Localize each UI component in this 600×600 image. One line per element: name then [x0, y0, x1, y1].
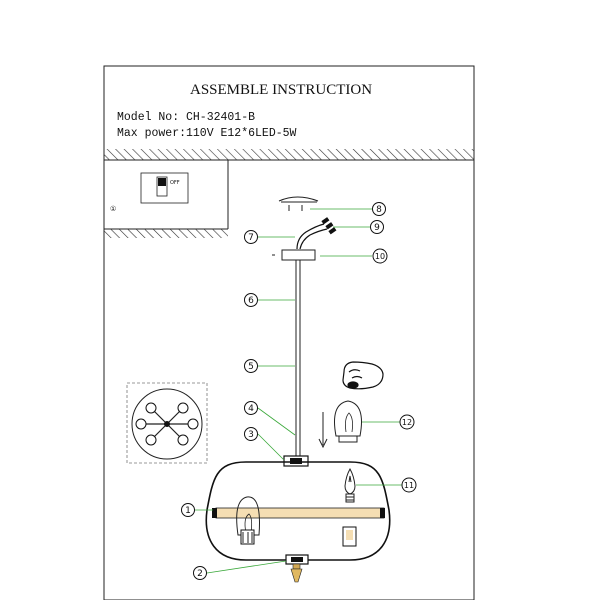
callout-6: 6 — [244, 293, 258, 307]
bulb-bar — [215, 507, 385, 519]
canopy — [281, 249, 316, 261]
callout-7: 7 — [244, 230, 258, 244]
hand-twist-icon — [342, 361, 384, 390]
glass-globe-left — [236, 496, 260, 545]
svg-text:3: 3 — [248, 430, 254, 440]
power-value: 110V E12*6LED-5W — [186, 127, 297, 140]
callout-10: 10 — [372, 248, 388, 264]
top-view-inset — [126, 382, 208, 464]
svg-text:4: 4 — [248, 404, 254, 414]
glass-globe-icon — [334, 400, 362, 443]
callout-5: 5 — [244, 359, 258, 373]
callout-9: 9 — [370, 220, 384, 234]
callout-3: 3 — [244, 427, 258, 441]
model-label: Model No: — [117, 111, 179, 124]
callout-12: 12 — [399, 414, 415, 430]
callout-8: 8 — [372, 202, 386, 216]
power-label: Max power: — [117, 127, 186, 140]
candle-bulb-icon — [344, 467, 356, 503]
callout-2: 2 — [193, 566, 207, 580]
svg-text:7: 7 — [248, 233, 254, 243]
model-value: CH-32401-B — [186, 111, 255, 124]
svg-text:12: 12 — [402, 418, 412, 427]
step-marker: ① — [110, 205, 116, 213]
svg-text:6: 6 — [248, 296, 254, 306]
callout-11: 11 — [401, 477, 417, 493]
wire-bundle — [296, 223, 328, 250]
ceiling-hatch — [104, 149, 474, 161]
power-switch-inset: OFF ① — [103, 160, 229, 238]
svg-text:10: 10 — [375, 252, 385, 261]
svg-text:11: 11 — [404, 481, 414, 490]
svg-text:1: 1 — [185, 506, 191, 516]
wire-connectors-icon — [321, 217, 337, 235]
svg-text:9: 9 — [374, 223, 380, 233]
downrod — [295, 260, 301, 456]
svg-text:5: 5 — [248, 362, 254, 372]
page-title: ASSEMBLE INSTRUCTION — [190, 82, 372, 98]
arrow-down-icon — [318, 412, 328, 449]
switch-toggle-icon — [156, 176, 168, 197]
finial — [290, 563, 303, 583]
mounting-plate — [278, 196, 319, 211]
sheet-border — [103, 65, 475, 600]
svg-text:2: 2 — [197, 569, 203, 579]
svg-text:8: 8 — [376, 205, 382, 215]
ring-frame — [205, 461, 391, 561]
callout-1: 1 — [181, 503, 195, 517]
socket-right — [342, 526, 357, 547]
callout-4: 4 — [244, 401, 258, 415]
leader-lines — [195, 208, 402, 574]
switch-off-label: OFF — [170, 180, 180, 186]
